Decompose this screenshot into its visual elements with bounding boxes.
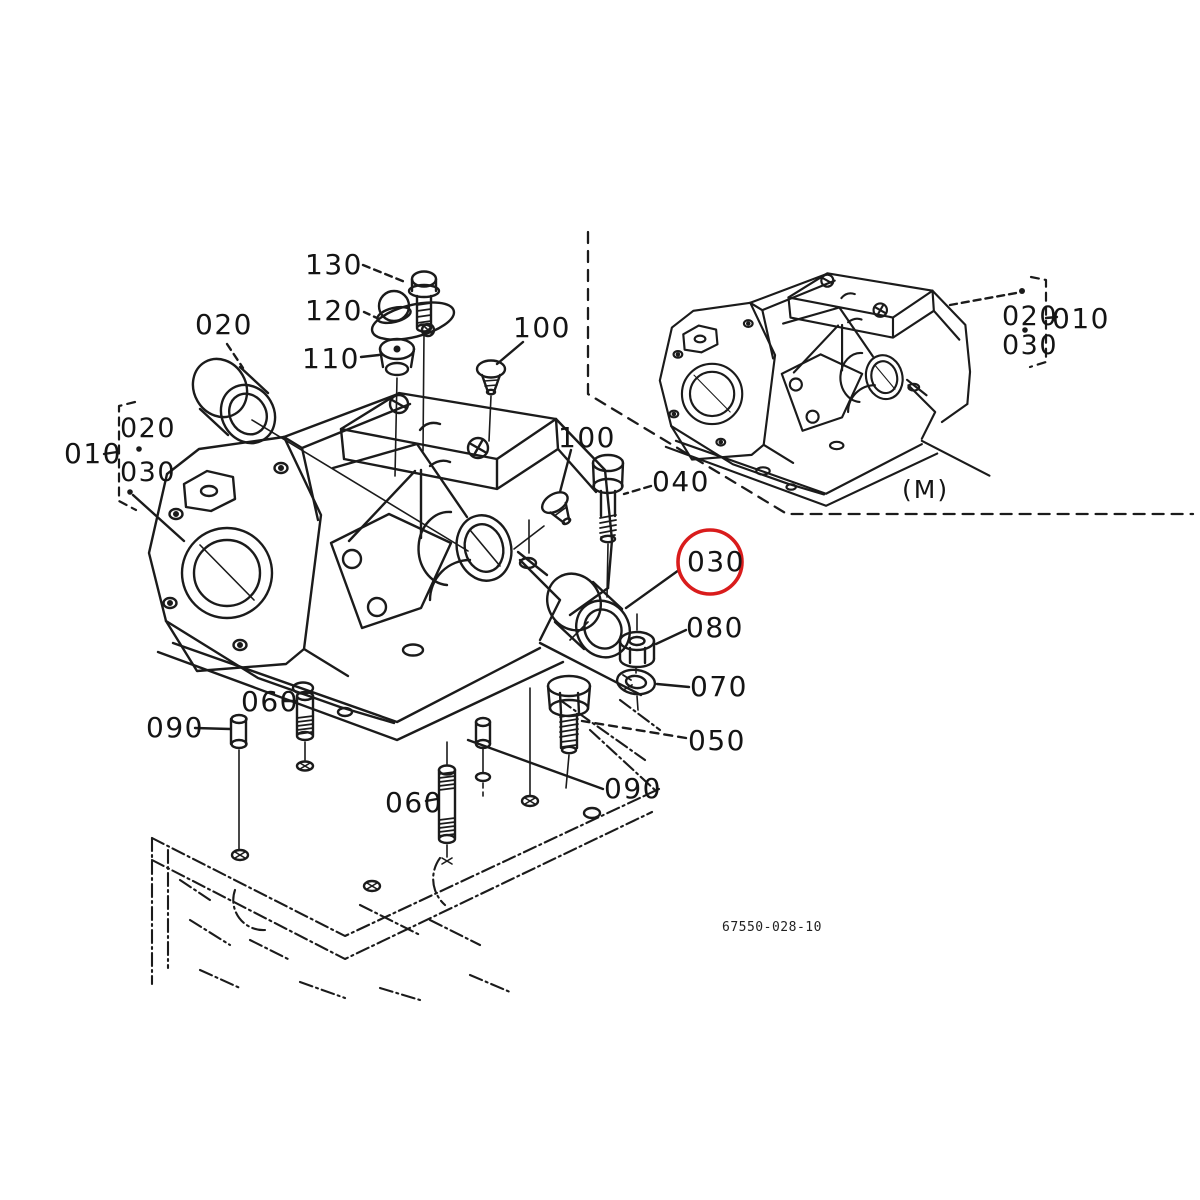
callout-010-right: 010 xyxy=(1052,302,1110,335)
callout-060-left: 060 xyxy=(241,685,299,718)
lower-case-art xyxy=(150,698,662,1002)
callout-040: 040 xyxy=(652,465,710,498)
callout-120: 120 xyxy=(305,294,363,327)
part-120-cover xyxy=(370,289,456,341)
callout-030-highlighted: 030 xyxy=(687,545,745,578)
callout-020-box-left: 020 xyxy=(120,413,177,444)
callout-030-box-left: 030 xyxy=(120,457,177,488)
part-060-stud-left xyxy=(295,690,315,772)
callout-020-top: 020 xyxy=(195,308,253,341)
callout-070: 070 xyxy=(690,670,748,703)
callout-020-box-right: 020 xyxy=(1002,301,1059,332)
callout-060-center: 060 xyxy=(385,786,443,819)
part-040-bolt xyxy=(591,453,625,598)
drawing-number: 67550-028-10 xyxy=(722,920,822,935)
callout-100-lower: 100 xyxy=(558,421,616,454)
callout-030-box-right: 030 xyxy=(1002,330,1059,361)
part-110-cap xyxy=(378,337,416,477)
part-080-nut xyxy=(618,613,656,674)
part-090-pin-left xyxy=(229,713,250,862)
callout-080: 080 xyxy=(686,611,744,644)
callout-100-upper: 100 xyxy=(513,311,571,344)
group-bracket-right xyxy=(1028,275,1048,369)
highlight-circle-030 xyxy=(676,528,744,596)
callout-090-left: 090 xyxy=(146,711,204,744)
variant-label: (M) xyxy=(902,475,950,504)
part-060-stud-center xyxy=(437,741,457,865)
callout-130: 130 xyxy=(305,248,363,281)
group-bracket-left xyxy=(117,400,138,512)
callout-090-center: 090 xyxy=(604,772,662,805)
part-100-plug-lower xyxy=(540,491,572,526)
part-100-plug-upper xyxy=(475,359,507,442)
part-070-washer xyxy=(615,668,657,711)
part-050-bolt xyxy=(546,674,592,789)
part-090-pin-center xyxy=(474,716,492,797)
part-030-bushing xyxy=(546,572,631,659)
section-divider xyxy=(586,230,1195,516)
callout-050: 050 xyxy=(688,724,746,757)
callout-110: 110 xyxy=(302,342,360,375)
part-020-bushing xyxy=(191,357,277,445)
callout-010-left: 010 xyxy=(64,437,122,470)
